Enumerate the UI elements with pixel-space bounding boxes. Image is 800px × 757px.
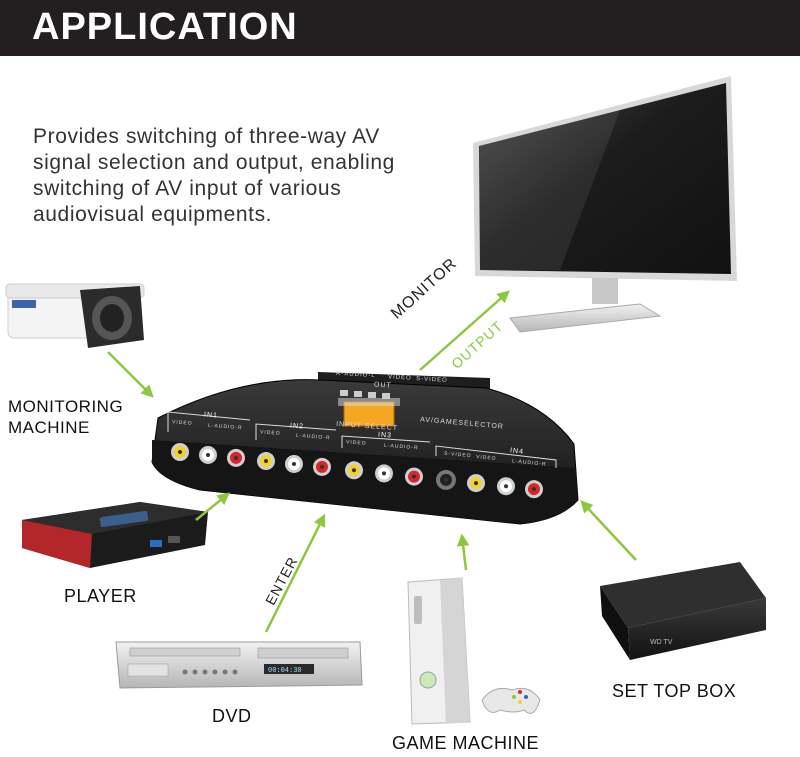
jack-pin bbox=[412, 474, 416, 479]
security-camera-illustration bbox=[5, 283, 145, 348]
set-top-box-label: SET TOP BOX bbox=[612, 681, 737, 701]
jack-pin bbox=[292, 461, 296, 466]
description-line: Provides switching of three-way AV bbox=[33, 125, 380, 148]
jack-pin bbox=[382, 471, 386, 476]
jack-pin bbox=[320, 464, 324, 469]
application-banner: APPLICATION bbox=[0, 0, 800, 56]
description-line: audiovisual equipments. bbox=[33, 203, 273, 226]
dvd-label: DVD bbox=[212, 706, 252, 726]
jack-pin bbox=[532, 487, 536, 492]
switch-out-label: OUT bbox=[373, 381, 392, 390]
switch-out-video-label: VIDEO bbox=[387, 374, 412, 382]
game-console-illustration bbox=[407, 577, 541, 725]
jack-pin bbox=[352, 468, 356, 473]
dvd-player-illustration: 00:04:30 bbox=[115, 641, 363, 689]
jack-pin bbox=[474, 481, 478, 486]
game-machine-label: GAME MACHINE bbox=[392, 733, 540, 753]
description-text: Provides switching of three-way AV signa… bbox=[33, 124, 473, 228]
monitor-illustration bbox=[473, 76, 737, 333]
description-line: signal selection and output, enabling bbox=[33, 151, 395, 174]
in3-label: IN3 bbox=[377, 431, 393, 440]
jack-pin bbox=[444, 477, 448, 482]
monitoring-machine-label-line2: MACHINE bbox=[8, 418, 90, 437]
jack-pin bbox=[206, 452, 210, 457]
media-player-illustration bbox=[22, 502, 208, 568]
jack-pin bbox=[264, 459, 268, 464]
in1-label: IN1 bbox=[203, 411, 219, 420]
in4-label: IN4 bbox=[509, 447, 525, 456]
player-label: PLAYER bbox=[64, 586, 137, 606]
jack-pin bbox=[178, 450, 182, 454]
connection-arrows bbox=[107, 290, 637, 633]
description-line: switching of AV input of various bbox=[33, 177, 342, 200]
banner-title: APPLICATION bbox=[32, 6, 298, 48]
jack-pin bbox=[504, 484, 508, 489]
rca-jacks bbox=[171, 443, 543, 499]
jack-pin bbox=[234, 455, 238, 460]
monitoring-machine-label-line1: MONITORING bbox=[8, 397, 124, 416]
dvd-display: 00:04:30 bbox=[268, 667, 302, 675]
in2-label: IN2 bbox=[289, 422, 305, 431]
monitoring-machine-label: MONITORING MACHINE bbox=[8, 396, 123, 438]
set-top-box-brand: WD TV bbox=[650, 639, 673, 646]
set-top-box-illustration: WD TV bbox=[600, 562, 766, 660]
